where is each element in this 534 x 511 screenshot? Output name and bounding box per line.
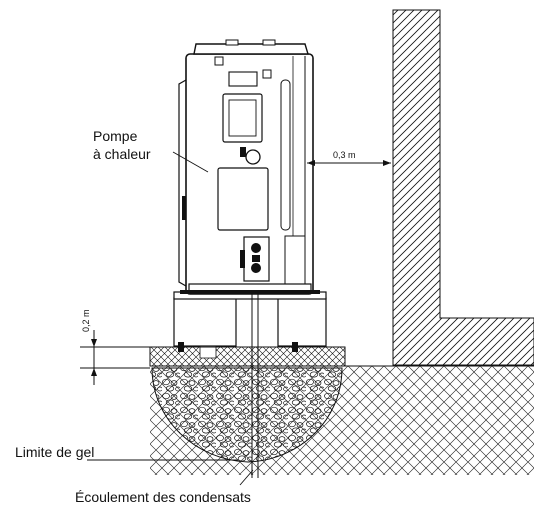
house-wall <box>392 9 534 366</box>
height-clearance-dimension <box>80 330 340 385</box>
heat-pump-label-line1: Pompe <box>93 128 138 144</box>
wall-clearance-dimension <box>307 160 391 166</box>
support-blocks <box>173 291 327 359</box>
wall-clearance-label: 0,3 m <box>333 150 356 160</box>
leader-lines <box>87 151 254 486</box>
heat-pump-label-line2: à chaleur <box>93 146 151 162</box>
heat-pump-unit <box>178 39 320 295</box>
frost-limit-label: Limite de gel <box>15 444 94 460</box>
condensate-drain-label: Écoulement des condensats <box>75 489 251 505</box>
condensate-drain-pipe <box>251 294 259 478</box>
gravel-drainage-bed <box>151 367 343 463</box>
height-clearance-label: 0,2 m <box>81 309 91 332</box>
